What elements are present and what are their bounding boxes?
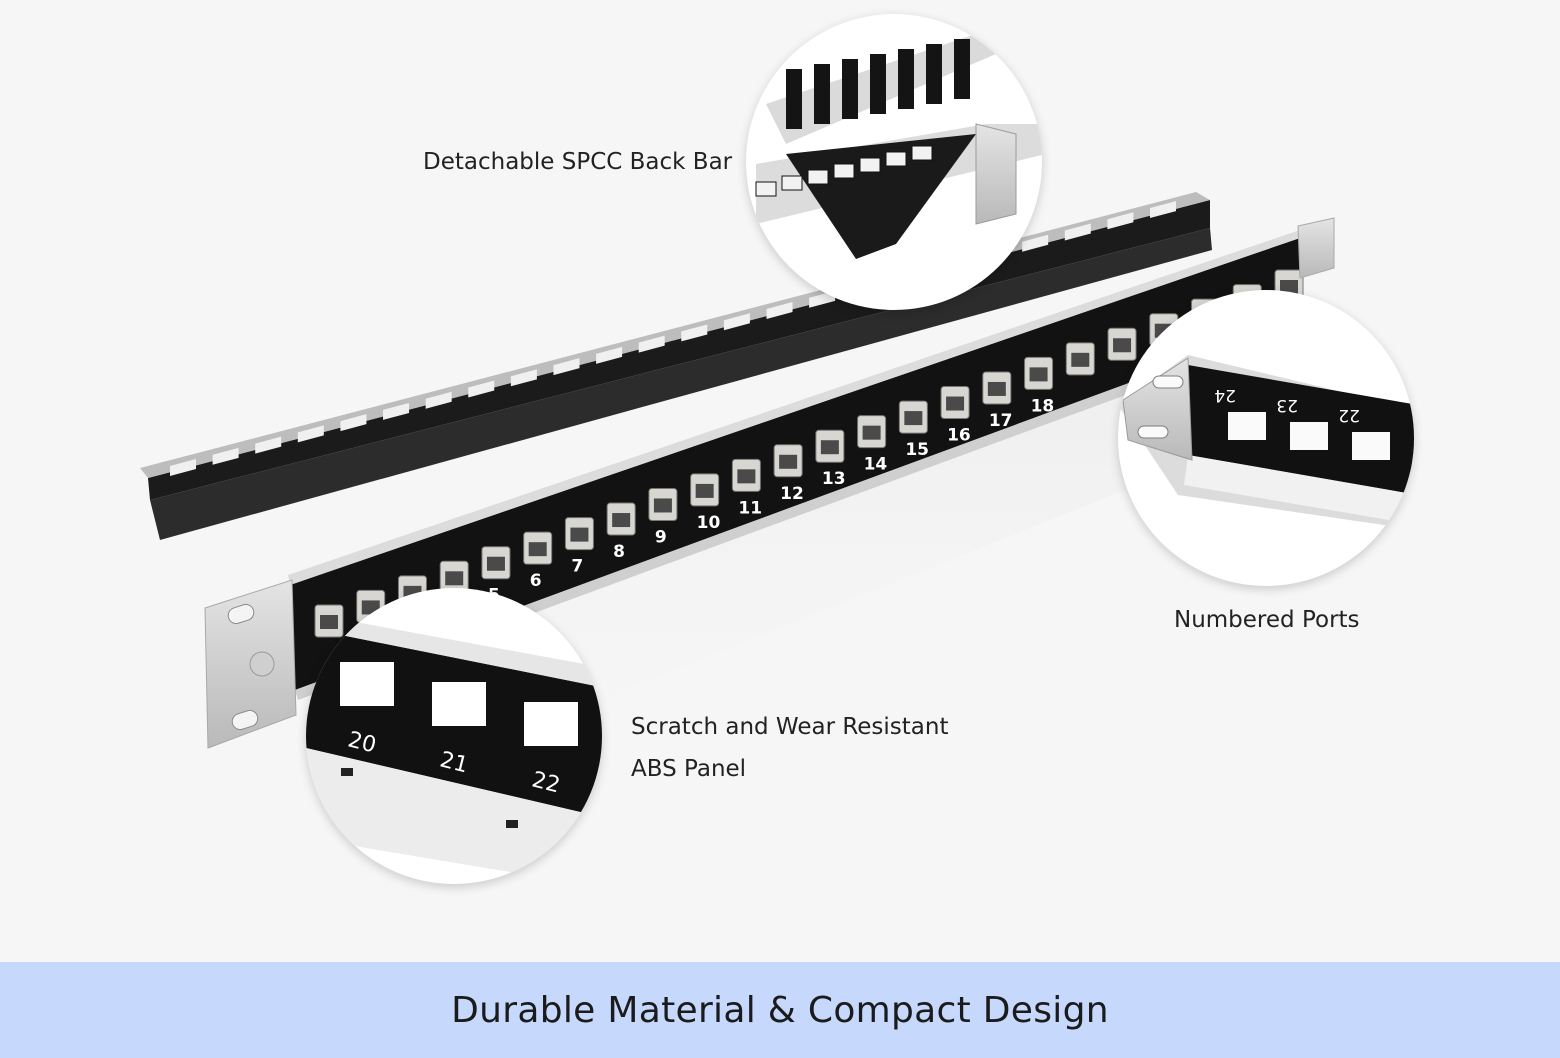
back-bar-slot [553, 358, 580, 376]
label-abs-panel-line1: Scratch and Wear Resistant [631, 714, 949, 740]
zoom-port-number: 23 [1276, 395, 1298, 415]
port-number-label: 15 [905, 440, 929, 460]
port-number-label: 14 [864, 455, 888, 475]
port-number-label: 8 [613, 542, 625, 562]
port-number-label: 18 [1031, 396, 1055, 416]
port-number-label: 6 [530, 571, 542, 591]
zoom-callout-back-bar [746, 14, 1042, 310]
back-bar-slot [170, 459, 196, 477]
back-bar-slot [638, 335, 665, 353]
right-mounting-ear [1297, 217, 1335, 279]
back-bar-slot [596, 346, 623, 364]
back-bar-slot [1064, 223, 1091, 241]
footer-banner: Durable Material & Compact Design [0, 962, 1560, 1058]
back-bar-slot [1150, 201, 1176, 219]
back-bar-slot [297, 425, 324, 443]
port-number-label: 17 [989, 411, 1013, 431]
back-bar-slot [425, 391, 452, 409]
port-number-label: 12 [780, 484, 804, 504]
back-bar-slot [340, 414, 367, 432]
port-number-label: 11 [738, 498, 762, 518]
zoom-port-number: 22 [1338, 405, 1360, 425]
back-bar-slot [212, 447, 239, 465]
label-abs-panel-line2: ABS Panel [631, 756, 747, 782]
back-bar-slot [510, 369, 537, 387]
port-number-label: 13 [822, 469, 846, 489]
back-bar-slot [766, 302, 793, 319]
zoom-callout-numbered-ports: 24 23 22 [1118, 290, 1414, 586]
back-bar-slot [468, 380, 495, 398]
back-bar-slot [723, 313, 750, 331]
footer-title: Durable Material & Compact Design [451, 989, 1109, 1031]
zoom-port-number: 24 [1214, 385, 1236, 405]
port-number-label: 16 [947, 426, 971, 446]
port-number-label: 7 [571, 557, 583, 577]
port-number-label: 10 [697, 513, 721, 533]
label-numbered-ports: Numbered Ports [1174, 607, 1360, 633]
back-bar-slot [383, 402, 410, 420]
back-bar-slot [1107, 212, 1134, 230]
back-bar-slot [681, 324, 708, 342]
port-number-label: 9 [655, 527, 667, 547]
label-back-bar: Detachable SPCC Back Bar [423, 149, 733, 175]
back-bar-slot [1022, 234, 1049, 252]
back-bar-slot [255, 436, 282, 454]
